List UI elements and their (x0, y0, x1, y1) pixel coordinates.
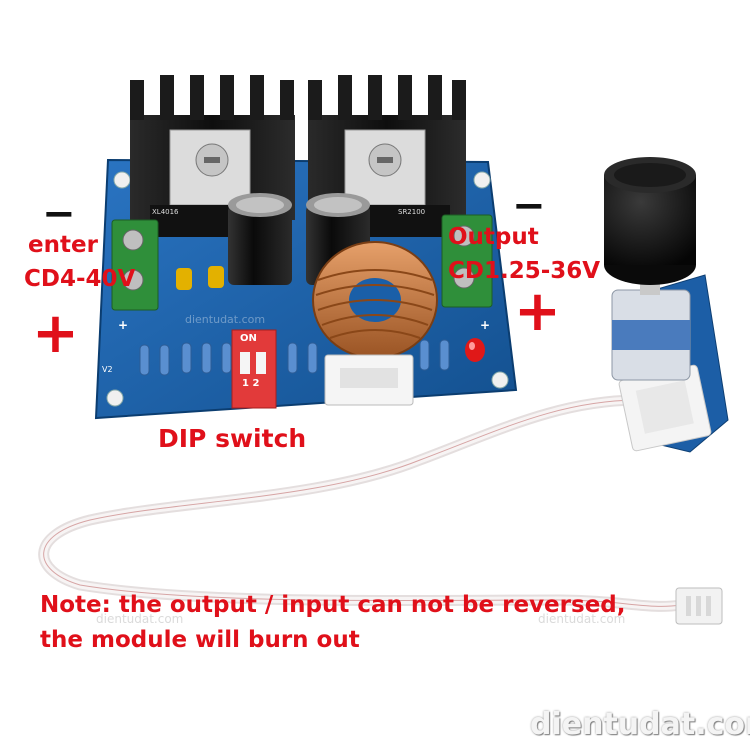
led (465, 338, 485, 362)
output-terminal (441, 214, 493, 308)
dip-numbers-text: 1 2 (242, 378, 260, 389)
capacitor-left (228, 193, 292, 285)
ceramic-capacitors (176, 266, 224, 290)
resistor-row (139, 339, 450, 376)
mount-holes (106, 171, 509, 407)
faint-watermark-right: dientudat.com (538, 612, 626, 626)
ic-right-marking: SR2100 (398, 208, 426, 216)
output-label-line2: CD1.25-36V (448, 258, 601, 284)
dip-switch-caption: DIP switch (158, 424, 307, 453)
silk-plus-right: + (480, 318, 491, 332)
silk-watermark: dientudat.com (185, 313, 266, 326)
toroid-inductor (312, 241, 438, 359)
output-minus-sign: − (512, 183, 546, 229)
silk-v2: V2 (102, 365, 113, 374)
input-plus-sign: + (32, 301, 79, 366)
output-plus-sign: + (514, 279, 561, 344)
input-minus-sign: − (42, 191, 76, 237)
ribbon-cable (38, 394, 686, 612)
warning-note-line2: the module will burn out (40, 627, 360, 653)
cable-end-connector (675, 587, 723, 625)
board-connector (324, 354, 414, 406)
potentiometer-board (611, 255, 729, 453)
ic-left-marking: XL4016 (152, 208, 179, 216)
heatsink-right (308, 75, 466, 237)
output-label-line1: Output (448, 224, 539, 250)
input-terminal (111, 219, 159, 311)
dip-switch (231, 329, 277, 409)
site-watermark: dientudat.com (530, 707, 750, 742)
knob (604, 157, 696, 285)
dip-on-text: ON (240, 333, 257, 344)
warning-note-line1: Note: the output / input can not be reve… (40, 592, 626, 618)
input-label-line2: CD4-40V (24, 266, 136, 292)
input-label-line1: enter (28, 232, 98, 258)
faint-watermark-left: dientudat.com (96, 612, 184, 626)
silk-plus-left: + (118, 318, 129, 332)
